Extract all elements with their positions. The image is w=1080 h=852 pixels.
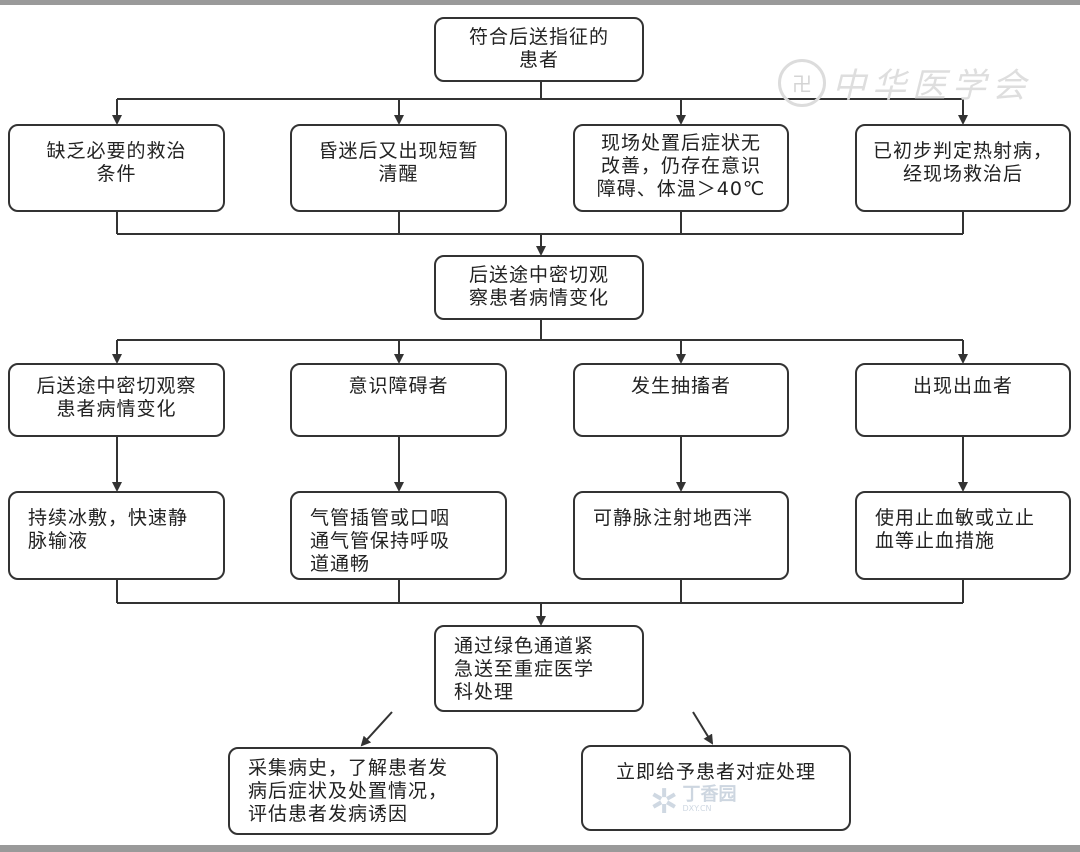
final-box-treatment: 立即给予患者对症处理 bbox=[581, 745, 851, 831]
condition-box-lack-conditions: 缺乏必要的救治 条件 bbox=[8, 124, 225, 212]
watermark-text: 中华医学会 bbox=[832, 66, 1032, 106]
watermark-cma: 卍 中华医学会 bbox=[778, 58, 1032, 107]
seal-icon: 卍 bbox=[778, 58, 826, 107]
transfer-box: 通过绿色通道紧 急送至重症医学 科处理 bbox=[434, 625, 644, 712]
arrow-to-f2 bbox=[692, 711, 714, 745]
action-box-airway: 气管插管或口咽 通气管保持呼吸 道通畅 bbox=[290, 491, 507, 580]
condition-box-heatstroke: 已初步判定热射病， 经现场救治后 bbox=[855, 124, 1071, 212]
bottom-border bbox=[0, 845, 1080, 852]
situation-box-seizure: 发生抽搐者 bbox=[573, 363, 789, 437]
situation-box-observe: 后送途中密切观察 患者病情变化 bbox=[8, 363, 225, 437]
situation-box-consciousness: 意识障碍者 bbox=[290, 363, 507, 437]
observe-box: 后送途中密切观 察患者病情变化 bbox=[434, 255, 644, 320]
situation-box-bleeding: 出现出血者 bbox=[855, 363, 1071, 437]
final-box-history: 采集病史，了解患者发 病后症状及处置情况， 评估患者发病诱因 bbox=[228, 747, 498, 835]
dxy-watermark-text: 丁香园 bbox=[682, 784, 737, 805]
start-box: 符合后送指征的 患者 bbox=[434, 17, 644, 82]
condition-box-no-improvement: 现场处置后症状无 改善，仍存在意识 障碍、体温＞40℃ bbox=[573, 124, 789, 212]
top-border bbox=[0, 0, 1080, 5]
dxy-logo-icon: ✲ bbox=[650, 782, 679, 822]
watermark-dxy: ✲ 丁香园 DXY.CN bbox=[650, 782, 737, 822]
condition-box-coma-lucid: 昏迷后又出现短暂 清醒 bbox=[290, 124, 507, 212]
dxy-watermark-sub: DXY.CN bbox=[682, 804, 712, 813]
arrow-to-f1 bbox=[360, 711, 393, 747]
action-box-ice-infusion: 持续冰敷，快速静 脉输液 bbox=[8, 491, 225, 580]
action-box-hemostasis: 使用止血敏或立止 血等止血措施 bbox=[855, 491, 1071, 580]
action-box-diazepam: 可静脉注射地西泮 bbox=[573, 491, 789, 580]
